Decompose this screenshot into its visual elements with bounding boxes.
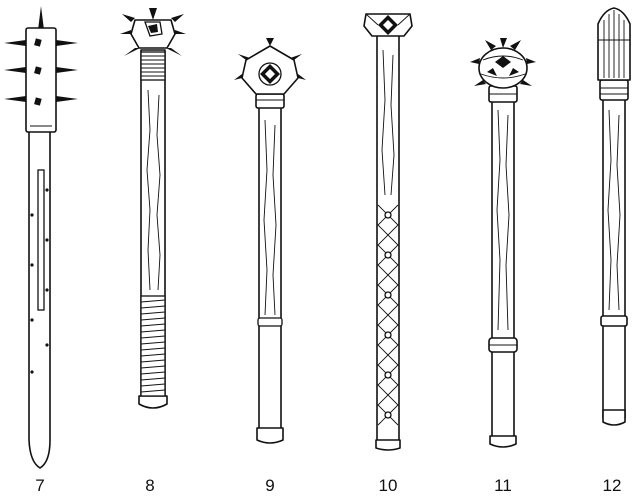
weapon-12-drawing	[597, 7, 631, 426]
weapon-9-number: 9	[265, 476, 275, 495]
weapon-7-drawing	[4, 6, 78, 469]
weapon-8-drawing	[120, 8, 186, 409]
weapon-10-drawing	[363, 13, 413, 451]
weapon-11-drawing	[470, 38, 536, 448]
weapon-11-number: 11	[494, 476, 512, 495]
weapon-8-number: 8	[145, 476, 155, 495]
weapon-7-number: 7	[35, 476, 45, 495]
weapon-10-number: 10	[378, 476, 398, 495]
weapon-12-number: 12	[602, 476, 622, 495]
weapon-9-drawing	[234, 38, 306, 444]
